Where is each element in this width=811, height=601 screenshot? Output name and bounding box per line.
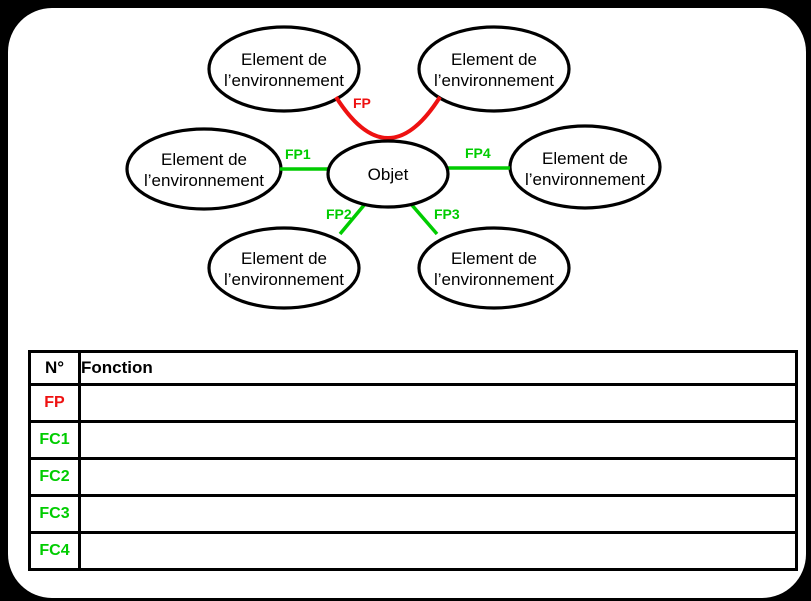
- env-label-line2: l’environnement: [434, 71, 554, 90]
- row-num-fp: FP: [28, 383, 81, 423]
- ellipse-outline: [417, 25, 571, 113]
- link-label-fp4: FP4: [465, 145, 491, 161]
- ellipse-outline: [207, 226, 361, 310]
- env-label-line2: l’environnement: [224, 270, 344, 289]
- table-row-fc4: FC4: [28, 531, 798, 571]
- env-label-line1: Element de: [241, 249, 327, 268]
- env-ellipse-mid-right: Element de l’environnement: [508, 124, 662, 210]
- row-fonction-fp: [78, 383, 798, 423]
- row-num-fc2: FC2: [28, 457, 81, 497]
- ellipse-outline: [125, 127, 283, 211]
- row-fonction-fc4: [78, 531, 798, 571]
- env-label-line1: Element de: [241, 50, 327, 69]
- object-label: Objet: [368, 165, 409, 184]
- env-ellipse-bottom-left: Element de l’environnement: [207, 226, 361, 310]
- link-line-fp2: [338, 202, 367, 236]
- env-label-line2: l’environnement: [434, 270, 554, 289]
- row-fonction-fc3: [78, 494, 798, 534]
- link-curve-fp: [334, 95, 442, 140]
- functions-table: N° Fonction FP FC1 FC2 FC3 FC4: [28, 350, 798, 571]
- table-header-row: N° Fonction: [28, 350, 798, 386]
- env-label-line2: l’environnement: [525, 170, 645, 189]
- table-header-num: N°: [28, 350, 81, 386]
- env-label-line1: Element de: [451, 50, 537, 69]
- table-row-fc3: FC3: [28, 494, 798, 534]
- env-ellipse-top-right: Element de l’environnement: [417, 25, 571, 113]
- table-header-fonction: Fonction: [78, 350, 798, 386]
- ellipse-outline: [326, 139, 450, 209]
- object-ellipse: Objet: [326, 139, 450, 209]
- env-label-line2: l’environnement: [224, 71, 344, 90]
- env-label-line1: Element de: [542, 149, 628, 168]
- row-num-fc4: FC4: [28, 531, 81, 571]
- ellipse-outline: [417, 226, 571, 310]
- link-label-fp: FP: [353, 95, 371, 111]
- env-ellipse-top-left: Element de l’environnement: [207, 25, 361, 113]
- table-row-fp: FP: [28, 383, 798, 423]
- worksheet-panel: Element de l’environnement Element de l’…: [8, 8, 806, 598]
- table-row-fc2: FC2: [28, 457, 798, 497]
- pieuvre-diagram: Element de l’environnement Element de l’…: [125, 25, 662, 310]
- link-line-fp3: [409, 202, 439, 236]
- row-num-fc3: FC3: [28, 494, 81, 534]
- env-ellipse-mid-left: Element de l’environnement: [125, 127, 283, 211]
- row-num-fc1: FC1: [28, 420, 81, 460]
- env-label-line1: Element de: [451, 249, 537, 268]
- link-label-fp2: FP2: [326, 206, 352, 222]
- table-row-fc1: FC1: [28, 420, 798, 460]
- env-ellipse-bottom-right: Element de l’environnement: [417, 226, 571, 310]
- link-label-fp1: FP1: [285, 146, 311, 162]
- link-label-fp3: FP3: [434, 206, 460, 222]
- env-label-line1: Element de: [161, 150, 247, 169]
- ellipse-outline: [207, 25, 361, 113]
- env-label-line2: l’environnement: [144, 171, 264, 190]
- row-fonction-fc2: [78, 457, 798, 497]
- row-fonction-fc1: [78, 420, 798, 460]
